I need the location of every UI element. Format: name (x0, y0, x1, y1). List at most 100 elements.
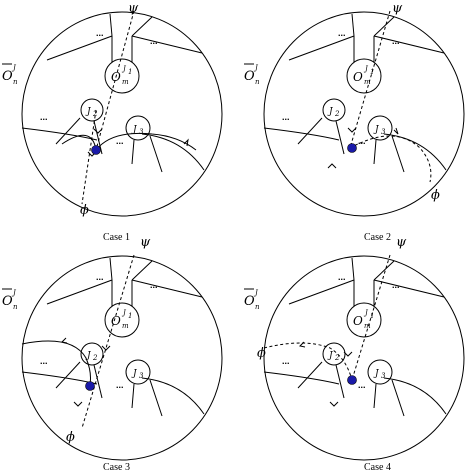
node-labels-1: J 2 J 3 (85, 107, 144, 136)
inner-set-label-3: O J 1 m (111, 309, 132, 330)
vertex-dot (85, 381, 95, 391)
arrow-icon (73, 401, 83, 407)
arrow-icon (327, 163, 337, 169)
vertex-dot (347, 375, 357, 385)
caption-case-3: Case 3 (103, 462, 130, 473)
arrow-icon (393, 127, 399, 135)
svg-text:m: m (364, 78, 371, 86)
svg-text:1: 1 (128, 68, 132, 76)
svg-text:O: O (111, 70, 121, 84)
ellipsis: ... (282, 356, 290, 366)
caption-case-2: Case 2 (364, 232, 391, 243)
ellipsis: ... (282, 112, 290, 122)
arrow-icon (347, 127, 357, 133)
svg-text:3: 3 (139, 372, 144, 380)
panel-case-1: ... ... ... ... (21, 10, 223, 217)
svg-text:O: O (244, 69, 255, 84)
outer-set-label-2: O J n (244, 63, 260, 86)
arrow-icon (329, 401, 339, 407)
svg-text:J: J (85, 107, 92, 117)
phi-line (81, 109, 97, 205)
arrow-icon (60, 337, 68, 344)
ellipsis: ... (338, 28, 346, 38)
ellipsis: ... (116, 380, 124, 390)
ellipsis: ... (96, 28, 104, 38)
outer-set-label-3: O J n (2, 288, 18, 311)
svg-text:n: n (13, 78, 18, 86)
ellipsis: ... (358, 380, 366, 390)
outer-set-label-4: O J n (244, 288, 260, 311)
svg-text:J: J (373, 369, 380, 379)
svg-text:O: O (244, 294, 255, 309)
svg-text:1: 1 (370, 312, 374, 320)
psi-line (349, 10, 391, 149)
svg-text:2: 2 (92, 354, 98, 362)
svg-text:J: J (121, 309, 127, 317)
phi-label-1: ϕ (80, 203, 89, 218)
svg-text:J: J (11, 289, 17, 297)
svg-text:O: O (2, 69, 13, 84)
psi-line (81, 254, 135, 429)
svg-text:1: 1 (128, 312, 132, 320)
vertex-dot (347, 143, 357, 153)
caption-case-4: Case 4 (364, 462, 391, 473)
svg-text:1: 1 (370, 68, 374, 76)
svg-text:2: 2 (334, 110, 340, 118)
svg-text:3: 3 (139, 128, 144, 136)
ellipsis: ... (96, 272, 104, 282)
arrow-icon (343, 351, 353, 357)
svg-text:J: J (131, 369, 138, 379)
phi-label-3: ϕ (66, 430, 75, 445)
ellipsis: ... (338, 272, 346, 282)
svg-text:J: J (253, 64, 259, 72)
phi-label-2: ϕ (431, 188, 440, 203)
outer-set-label-1: O J n (2, 63, 18, 86)
ellipsis: ... (116, 136, 124, 146)
node-labels-4: J 2 J 3 (327, 351, 386, 380)
ellipsis: ... (150, 36, 158, 46)
arrow-icon (183, 138, 189, 147)
ellipsis: ... (358, 136, 366, 146)
svg-text:J: J (85, 351, 92, 361)
svg-text:2: 2 (92, 110, 98, 118)
phi-line (349, 135, 432, 183)
cut-curve (21, 340, 91, 385)
ellipsis: ... (392, 36, 400, 46)
svg-text:J: J (363, 65, 369, 73)
inner-set-label-4: O J 1 m (353, 309, 374, 330)
caption-case-1: Case 1 (103, 232, 130, 243)
node-labels-2: J 2 J 3 (327, 107, 386, 136)
svg-text:m: m (364, 322, 371, 330)
svg-text:J: J (363, 309, 369, 317)
ellipsis: ... (392, 280, 400, 290)
psi-label-3: ψ (140, 235, 151, 250)
cut-curve (61, 132, 197, 152)
svg-text:n: n (255, 303, 260, 311)
ellipsis: ... (40, 356, 48, 366)
svg-text:J: J (121, 65, 127, 73)
phi-line (263, 342, 353, 381)
inner-set-label-1: O J 1 m (111, 65, 132, 86)
svg-text:O: O (353, 314, 363, 328)
svg-text:O: O (2, 294, 13, 309)
psi-label-4: ψ (396, 235, 407, 250)
svg-text:J: J (11, 64, 17, 72)
arrow-icon (93, 128, 103, 134)
svg-text:n: n (255, 78, 260, 86)
arrow-icon (298, 341, 306, 348)
phi-label-4: ϕ (257, 346, 266, 361)
svg-text:O: O (111, 314, 121, 328)
svg-text:m: m (122, 78, 129, 86)
panel-case-3: ... ... ... ... (21, 254, 223, 461)
inner-set-label-2: O J 1 m (353, 65, 374, 86)
svg-text:O: O (353, 70, 363, 84)
svg-text:3: 3 (381, 372, 386, 380)
svg-text:J: J (327, 107, 334, 117)
svg-text:J: J (327, 351, 334, 361)
panel-case-2: ... ... ... ... (263, 10, 465, 217)
node-labels-3: J 2 J 3 (85, 351, 144, 380)
svg-text:3: 3 (381, 128, 386, 136)
svg-text:J: J (253, 289, 259, 297)
vertex-dot (91, 145, 101, 155)
ellipsis: ... (40, 112, 48, 122)
